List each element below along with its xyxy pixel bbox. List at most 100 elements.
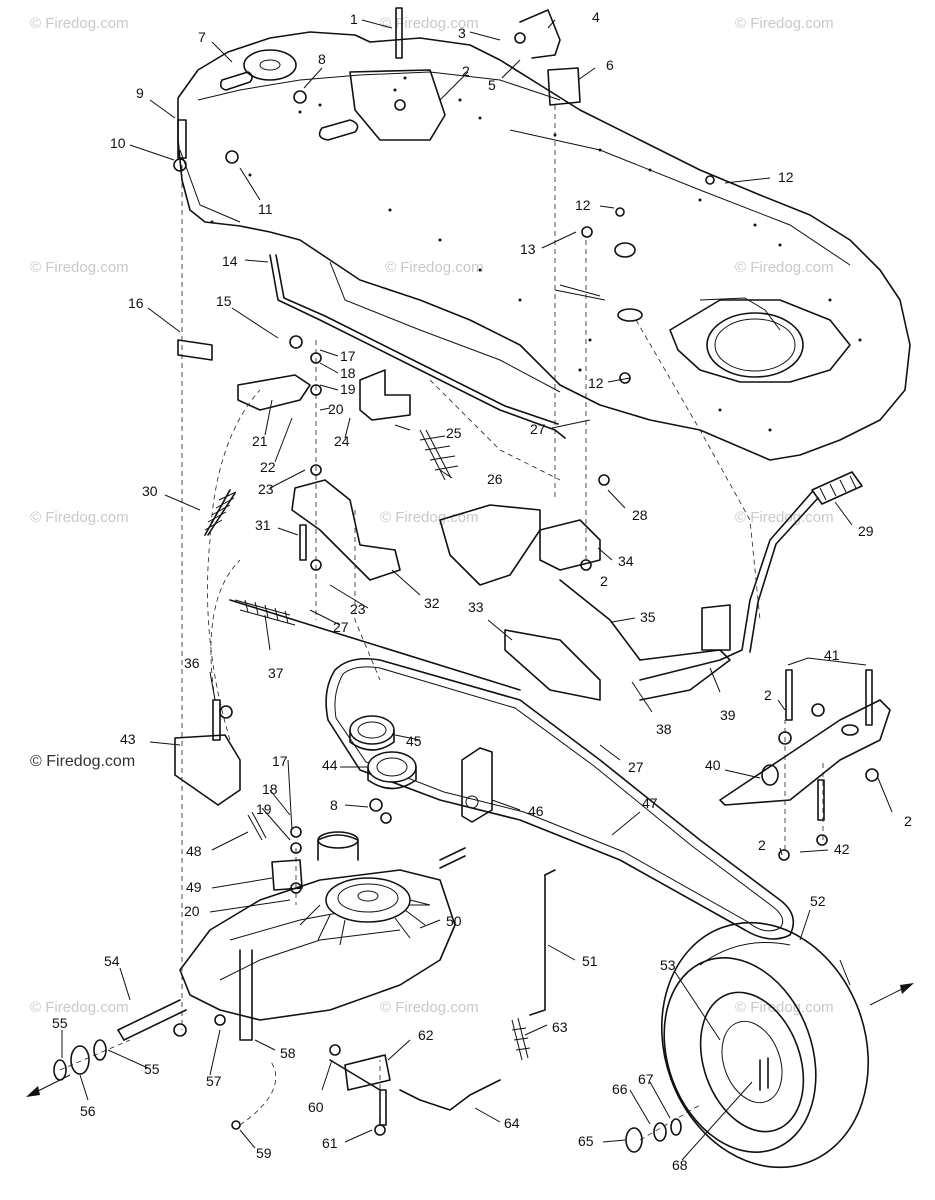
callout-8: 8 [330, 797, 338, 813]
callout-17: 17 [340, 348, 356, 364]
callout-45: 45 [406, 733, 422, 749]
wheel [660, 921, 870, 1169]
callout-46: 46 [528, 803, 544, 819]
callout-8: 8 [318, 51, 326, 67]
callout-39: 39 [720, 707, 736, 723]
frame-plate [177, 31, 911, 461]
callout-20: 20 [328, 401, 344, 417]
callout-30: 30 [142, 483, 158, 499]
watermark: © Firedog.com [30, 259, 129, 276]
callout-13: 13 [520, 241, 536, 257]
callout-21: 21 [252, 433, 268, 449]
callout-41: 41 [824, 647, 840, 663]
callout-67: 67 [638, 1071, 654, 1087]
callout-4: 4 [592, 9, 600, 25]
callout-52: 52 [810, 893, 826, 909]
callout-55: 55 [52, 1015, 68, 1031]
callout-2: 2 [764, 687, 772, 703]
callout-17: 17 [272, 753, 288, 769]
callout-25: 25 [446, 425, 462, 441]
callout-68: 68 [672, 1157, 688, 1173]
callout-53: 53 [660, 957, 676, 973]
callout-10: 10 [110, 135, 126, 151]
callout-66: 66 [612, 1081, 628, 1097]
callout-32: 32 [424, 595, 440, 611]
callout-56: 56 [80, 1103, 96, 1119]
callout-2: 2 [904, 813, 912, 829]
callout-35: 35 [640, 609, 656, 625]
callout-40: 40 [705, 757, 721, 773]
callout-55: 55 [144, 1061, 160, 1077]
callout-2: 2 [758, 837, 766, 853]
watermark: © Firedog.com [735, 259, 834, 276]
callout-23: 23 [258, 481, 274, 497]
direction-arrows [26, 983, 914, 1097]
callout-12: 12 [778, 169, 794, 185]
callout-22: 22 [260, 459, 276, 475]
callout-18: 18 [262, 781, 278, 797]
callout-27: 27 [628, 759, 644, 775]
watermark: © Firedog.com [30, 509, 129, 526]
watermark: © Firedog.com [735, 999, 834, 1016]
callout-2: 2 [462, 63, 470, 79]
callout-65: 65 [578, 1133, 594, 1149]
callout-16: 16 [128, 295, 144, 311]
callout-24: 24 [334, 433, 350, 449]
callout-23: 23 [350, 601, 366, 617]
callout-3: 3 [458, 25, 466, 41]
callout-29: 29 [858, 523, 874, 539]
callout-47: 47 [642, 795, 658, 811]
callout-18: 18 [340, 365, 356, 381]
callout-51: 51 [582, 953, 598, 969]
callout-60: 60 [308, 1099, 324, 1115]
brackets [174, 9, 891, 1091]
callout-57: 57 [206, 1073, 222, 1089]
callout-37: 37 [268, 665, 284, 681]
callout-49: 49 [186, 879, 202, 895]
callout-44: 44 [322, 757, 338, 773]
linkages [229, 254, 863, 1111]
callout-2: 2 [600, 573, 608, 589]
callout-7: 7 [198, 29, 206, 45]
idler-pulleys [349, 715, 493, 823]
callout-28: 28 [632, 507, 648, 523]
callout-14: 14 [222, 253, 238, 269]
callout-38: 38 [656, 721, 672, 737]
callout-11: 11 [258, 201, 273, 217]
callout-36: 36 [184, 655, 200, 671]
callout-48: 48 [186, 843, 202, 859]
callout-33: 33 [468, 599, 484, 615]
callout-19: 19 [340, 381, 356, 397]
alignment-lines [59, 105, 824, 1141]
callout-12: 12 [588, 375, 604, 391]
callout-50: 50 [446, 913, 462, 929]
watermark: © Firedog.com [380, 509, 479, 526]
watermark-main: © Firedog.com [30, 753, 135, 770]
leader-lines [61, 19, 893, 1161]
callout-9: 9 [136, 85, 144, 101]
watermark: © Firedog.com [380, 15, 479, 32]
callout-6: 6 [606, 57, 614, 73]
callout-64: 64 [504, 1115, 520, 1131]
watermark: © Firedog.com [735, 509, 834, 526]
callout-34: 34 [618, 553, 634, 569]
callout-54: 54 [104, 953, 120, 969]
callout-63: 63 [552, 1019, 568, 1035]
callout-27: 27 [333, 619, 349, 635]
watermark: © Firedog.com [380, 999, 479, 1016]
callout-1: 1 [350, 11, 358, 27]
watermark: © Firedog.com [30, 999, 129, 1016]
callout-20: 20 [184, 903, 200, 919]
callout-27: 27 [530, 421, 546, 437]
callout-15: 15 [216, 293, 232, 309]
watermark: © Firedog.com [735, 15, 834, 32]
callout-5: 5 [488, 77, 496, 93]
callout-42: 42 [834, 841, 850, 857]
watermark: © Firedog.com [385, 259, 484, 276]
callout-19: 19 [256, 801, 272, 817]
callout-58: 58 [280, 1045, 296, 1061]
callout-26: 26 [487, 471, 503, 487]
callout-31: 31 [255, 517, 271, 533]
watermark: © Firedog.com [30, 15, 129, 32]
